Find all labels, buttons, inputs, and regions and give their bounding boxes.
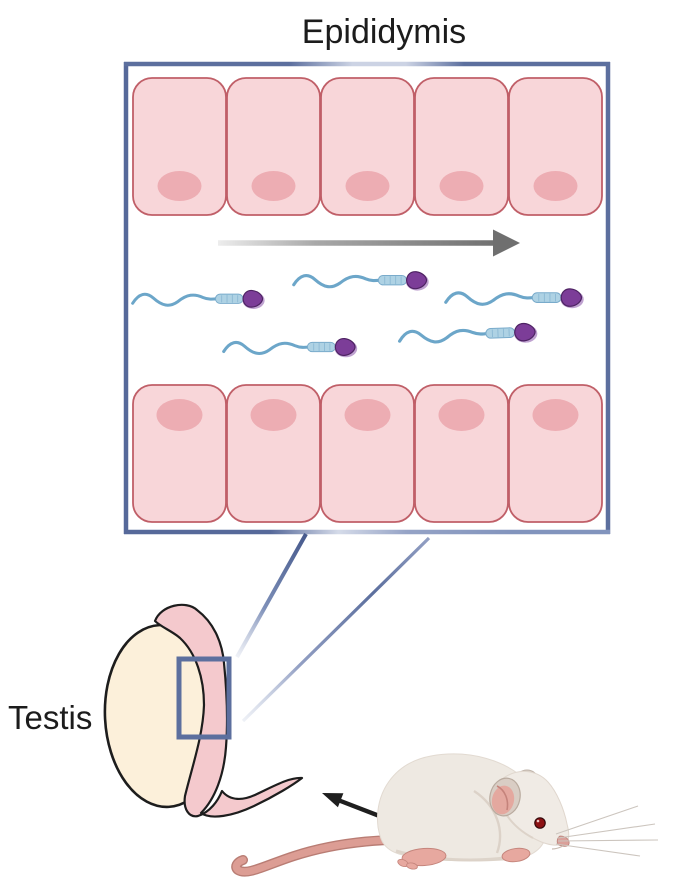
figure-title: Epididymis [302,13,466,51]
epithelial-cells-bottom-row [132,384,603,523]
epithelial-cell [132,77,227,216]
zoom-callout-line-left [235,533,308,658]
epithelial-cell [508,384,603,523]
mouse-whiskers [555,805,659,857]
testis-illustration: Testis [8,603,304,818]
epithelial-cell [320,77,415,216]
mouse-ear-fold [496,785,509,811]
mouse-illustration [231,753,659,877]
epididymis-ribbon [153,603,304,818]
mouse-haunch-contour [473,789,502,854]
mouse-hind-toe [406,862,418,870]
epithelial-cell [226,77,321,216]
sperm-cell [222,337,359,359]
sperm-cell [397,321,540,349]
zoom-callout-line-right [241,536,431,723]
mouse-hind-foot [401,847,447,867]
mouse-mouth [551,845,564,850]
dissection-arrow-head [322,793,344,808]
flow-arrow-head [493,229,520,257]
epididymis-panel [123,61,611,535]
mouse-ear-inner [491,785,515,815]
testis-label: Testis [8,699,92,736]
epithelial-cell [414,384,509,523]
sperm-cell [292,270,431,293]
mouse-front-paw [501,847,531,863]
mouse-ear [489,777,521,817]
sperm-cell [444,287,586,310]
epithelial-cells-top-row [132,77,603,216]
mouse-eye [534,817,546,829]
sperm-cell [131,288,267,311]
flow-arrow [218,229,520,257]
zoom-region-rect [176,656,232,740]
epithelial-cell [226,384,321,523]
epithelial-cell [508,77,603,216]
mouse-eye-highlight [536,819,540,823]
epithelial-cell [414,77,509,216]
sperm-group [131,270,586,359]
epithelial-cell [320,384,415,523]
epithelial-cell [132,384,227,523]
